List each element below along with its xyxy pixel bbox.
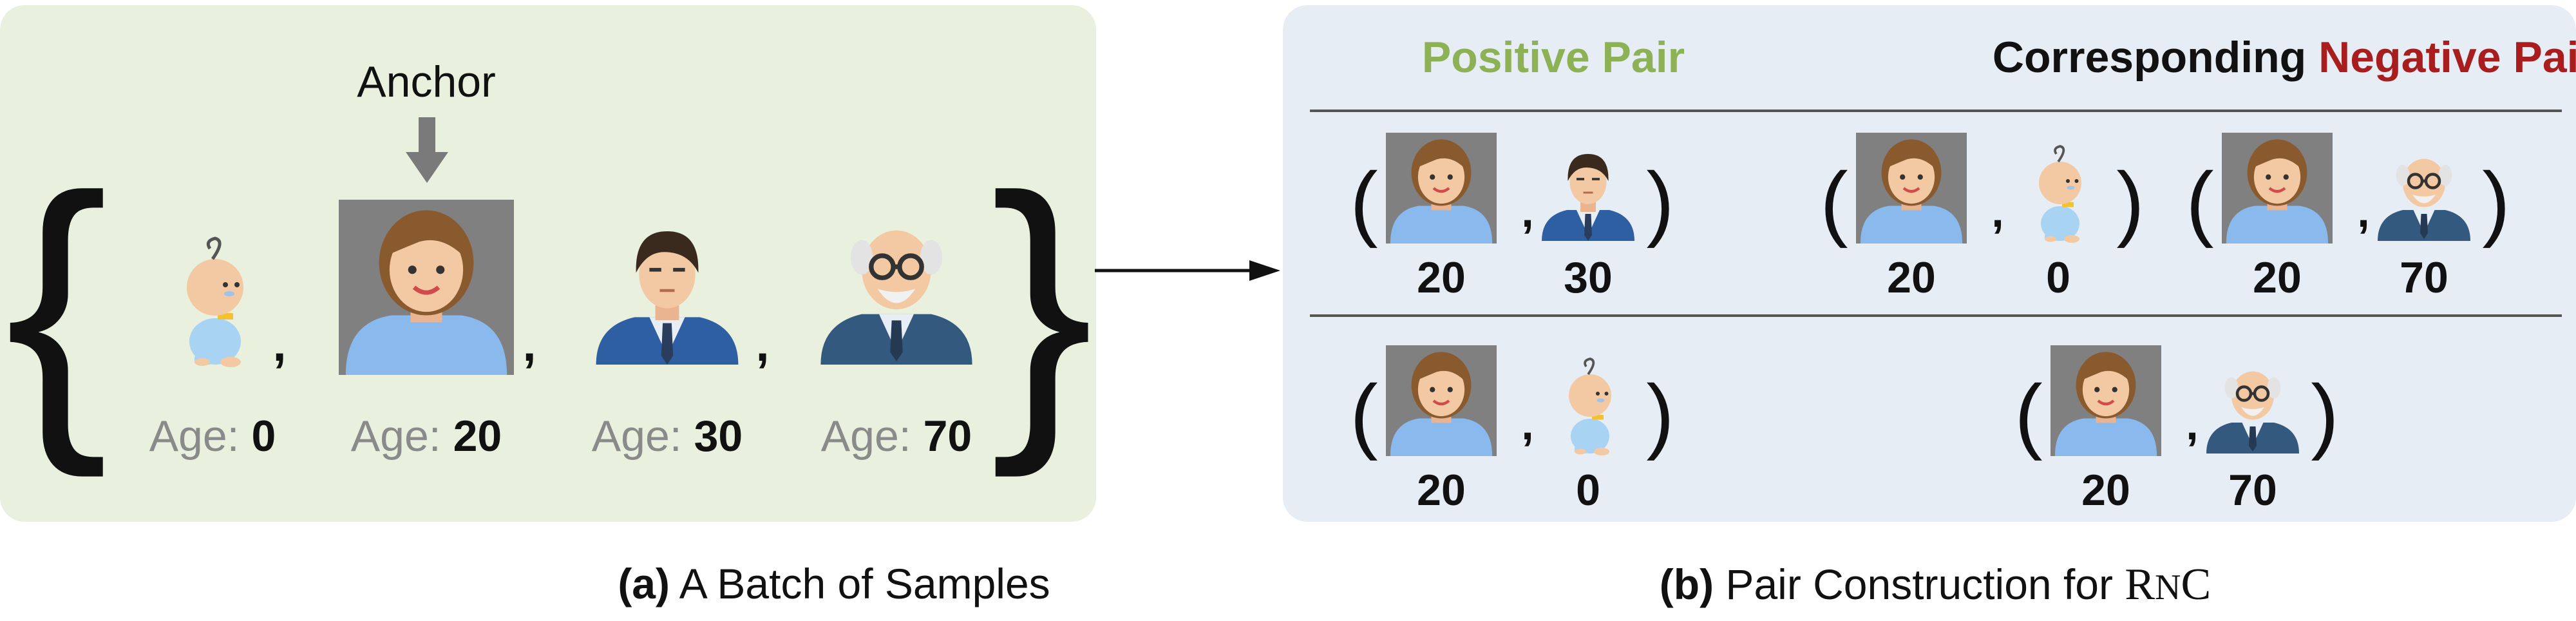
- baby-icon: [1569, 358, 1611, 455]
- anchor-label: Anchor: [357, 57, 495, 106]
- woman-icon: [1390, 139, 1493, 244]
- sample-comma: ,: [272, 317, 286, 372]
- age-prefix: Age:: [149, 412, 252, 461]
- brace-close: }: [990, 132, 1094, 480]
- positive-pair-header: Positive Pair: [1422, 33, 1685, 82]
- woman-icon: [2054, 352, 2157, 456]
- pair-anchor-age: 20: [1417, 466, 1466, 515]
- pair-other: [2206, 371, 2299, 454]
- paren-close: ): [2482, 155, 2510, 249]
- pair-anchor-age: 20: [2253, 253, 2302, 302]
- baby-icon: [2039, 145, 2081, 243]
- caption-a-tag: (a): [618, 560, 670, 607]
- negative-header-highlight: Negative Pair(s): [2318, 33, 2576, 82]
- sample-2: [596, 231, 739, 365]
- panel-connector-arrowhead: [1249, 260, 1280, 281]
- sample-comma: ,: [522, 317, 536, 372]
- sample-0: [187, 236, 243, 367]
- pair-anchor-age: 20: [2081, 466, 2130, 515]
- method-letter-n: N: [2155, 568, 2181, 607]
- anchor-arrow-head: [406, 152, 448, 183]
- pair-anchor: [1856, 133, 1967, 244]
- pair-anchor: [2222, 133, 2333, 244]
- paren-open: (: [2186, 155, 2213, 249]
- pair-other-age: 30: [1564, 253, 1613, 302]
- pair-other-age: 70: [2400, 253, 2448, 302]
- caption-b-text: Pair Construction for: [1725, 560, 2113, 608]
- age-prefix: Age:: [592, 412, 694, 461]
- paren-open: (: [1350, 155, 1378, 249]
- age-value: 20: [453, 412, 502, 461]
- pair-anchor: [1386, 133, 1497, 244]
- paren-open: (: [2014, 367, 2042, 461]
- negative-pair-row-0-0: (,) 20 0: [1820, 155, 2144, 302]
- caption-b-tag: (b): [1659, 560, 1714, 608]
- age-value: 70: [923, 412, 972, 461]
- pair-comma: ,: [1521, 186, 1533, 236]
- sample-age-label: Age: 20: [351, 412, 502, 461]
- paren-open: (: [1820, 155, 1848, 249]
- method-letter-c: C: [2181, 560, 2211, 609]
- caption-b-method: RNC: [2125, 560, 2211, 609]
- age-prefix: Age:: [351, 412, 453, 461]
- paren-close: ): [2311, 367, 2338, 461]
- caption-b: (b) Pair Construction for RNC: [1660, 559, 2211, 611]
- pair-other-age: 0: [2046, 253, 2070, 302]
- pair-anchor: [2050, 345, 2161, 456]
- man-icon: [1542, 154, 1634, 241]
- paren-open: (: [1350, 367, 1378, 461]
- pair-other: [1542, 154, 1634, 241]
- pair-other-age: 0: [1576, 466, 1600, 515]
- negative-pair-row-0-1: (,) 20 70: [2186, 155, 2510, 302]
- pair-comma: ,: [2357, 186, 2369, 236]
- anchor-arrow-shaft: [419, 117, 435, 153]
- age-value: 30: [694, 412, 743, 461]
- pair-other: [2039, 145, 2081, 243]
- sample-age-label: Age: 70: [821, 412, 972, 461]
- baby-icon: [187, 236, 243, 367]
- sample-1: [339, 200, 514, 375]
- paren-close: ): [1646, 155, 1674, 249]
- panel-a-background: [0, 5, 1096, 522]
- sample-age-label: Age: 0: [149, 412, 276, 461]
- age-value: 0: [251, 412, 276, 461]
- pair-other: [1569, 358, 1611, 455]
- woman-icon: [345, 210, 507, 375]
- pair-comma: ,: [2186, 399, 2198, 449]
- age-prefix: Age:: [821, 412, 923, 461]
- method-letter-r: R: [2125, 560, 2155, 609]
- pair-anchor-age: 20: [1887, 253, 1936, 302]
- pair-anchor-age: 20: [1417, 253, 1466, 302]
- pair-other-age: 70: [2228, 466, 2277, 515]
- elder-icon: [820, 230, 972, 365]
- sample-comma: ,: [755, 317, 769, 372]
- woman-icon: [1390, 352, 1493, 456]
- caption-a: (a) A Batch of Samples: [618, 559, 1050, 608]
- pair-other: [2378, 158, 2470, 241]
- negative-pair-header: Corresponding Negative Pair(s): [1993, 33, 2576, 82]
- positive-pair-row-0: (,) 20 30: [1350, 155, 1674, 302]
- negative-header-prefix: Corresponding: [1993, 33, 2318, 82]
- pair-comma: ,: [1991, 186, 2003, 236]
- brace-open: {: [5, 132, 108, 480]
- woman-icon: [1860, 139, 1963, 244]
- elder-icon: [2378, 158, 2470, 241]
- sample-age-label: Age: 30: [592, 412, 743, 461]
- pair-comma: ,: [1521, 399, 1533, 449]
- positive-pair-row-1: (,) 20 0: [1350, 367, 1674, 515]
- pair-anchor: [1386, 345, 1497, 456]
- paren-close: ): [1646, 367, 1674, 461]
- woman-icon: [2226, 139, 2329, 244]
- sample-3: [820, 230, 972, 365]
- paren-close: ): [2116, 155, 2144, 249]
- man-icon: [596, 231, 739, 365]
- caption-a-text: A Batch of Samples: [679, 560, 1050, 607]
- elder-icon: [2206, 371, 2299, 454]
- negative-pair-row-1-0: (,) 20 70: [2014, 367, 2338, 515]
